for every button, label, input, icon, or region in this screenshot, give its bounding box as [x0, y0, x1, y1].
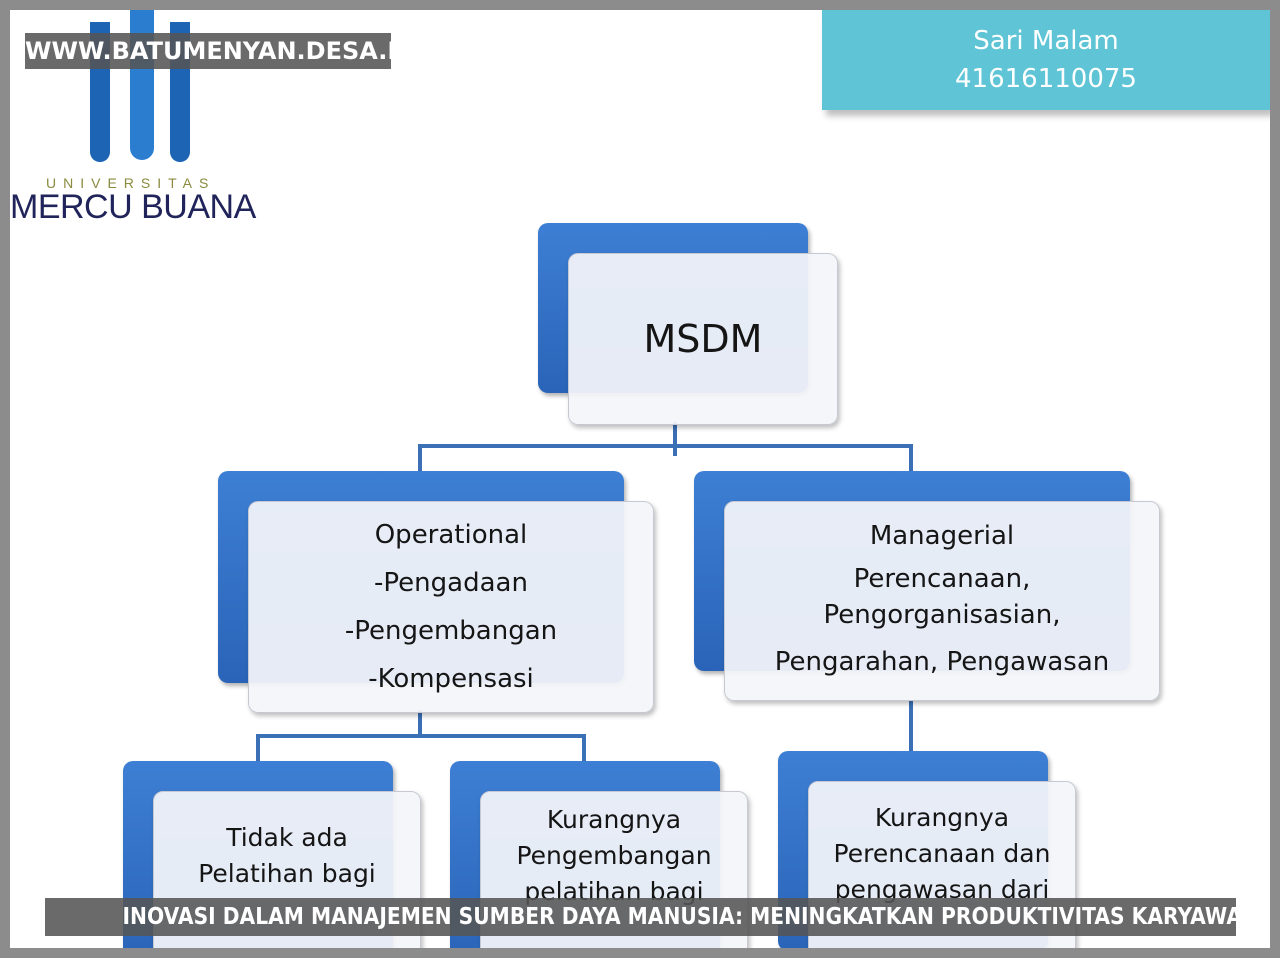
node-child-3-line-2: Perencanaan dan: [833, 839, 1051, 868]
node-msdm: MSDM: [538, 223, 838, 425]
node-operational-item-1: -Pengadaan: [374, 568, 528, 598]
logo-universitas-text: UNIVERSITAS: [46, 175, 216, 191]
author-id: 41616110075: [955, 64, 1137, 94]
node-operational: Operational -Pengadaan -Pengembangan -Ko…: [218, 471, 654, 713]
node-managerial-title: Managerial: [869, 521, 1015, 551]
node-child-1-line-1: Tidak ada: [226, 823, 348, 852]
author-box: Sari Malam 41616110075: [822, 10, 1270, 110]
connector-to-managerial: [909, 444, 913, 474]
node-operational-item-3: -Kompensasi: [368, 664, 534, 694]
caption-text: INOVASI DALAM MANAJEMEN SUMBER DAYA MANU…: [122, 904, 1236, 930]
node-child-3-line-1: Kurangnya: [874, 803, 1010, 832]
node-child-2-line-1: Kurangnya: [546, 805, 682, 834]
node-msdm-label: MSDM: [643, 317, 763, 361]
connector-operational-down: [418, 710, 422, 736]
connector-managerial-down: [909, 700, 913, 754]
node-managerial-line-1: Perencanaan,: [853, 564, 1031, 594]
logo-university-name: MERCU BUANA: [10, 188, 256, 226]
node-managerial: Managerial Perencanaan, Pengorganisasian…: [694, 471, 1160, 701]
node-child-1-line-2: Pelatihan bagi: [198, 859, 376, 888]
node-operational-item-2: -Pengembangan: [344, 616, 558, 646]
node-managerial-line-2: Pengorganisasian,: [823, 600, 1061, 630]
watermark-banner: WWW.BATUMENYAN.DESA.ID: [25, 33, 416, 69]
connector-level2-horizontal: [256, 734, 586, 738]
caption-banner: INOVASI DALAM MANAJEMEN SUMBER DAYA MANU…: [45, 898, 1236, 936]
node-operational-title: Operational: [374, 520, 528, 550]
connector-to-child-1: [256, 734, 260, 764]
connector-to-operational: [418, 444, 422, 474]
node-managerial-line-3: Pengarahan, Pengawasan: [774, 647, 1110, 677]
watermark-text: WWW.BATUMENYAN.DESA.ID: [25, 37, 417, 65]
slide: UNIVERSITAS MERCU BUANA Sari Malam 41616…: [10, 10, 1270, 948]
node-child-2-line-2: Pengembangan: [516, 841, 712, 870]
connector-root-down: [673, 422, 677, 456]
connector-level1-horizontal: [418, 444, 913, 448]
connector-to-child-2: [582, 734, 586, 764]
author-name: Sari Malam: [973, 26, 1119, 56]
